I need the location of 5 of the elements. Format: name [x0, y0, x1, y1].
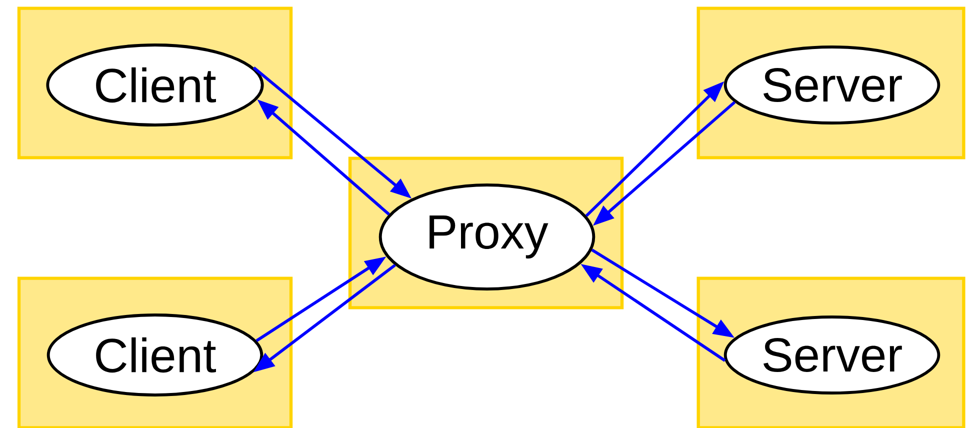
- ellipse-node: Server: [724, 316, 940, 394]
- ellipse-node: Client: [46, 44, 264, 126]
- ellipse-node: Client: [46, 314, 264, 396]
- ellipse-node: Server: [724, 46, 940, 124]
- ellipse-node: Proxy: [378, 184, 596, 290]
